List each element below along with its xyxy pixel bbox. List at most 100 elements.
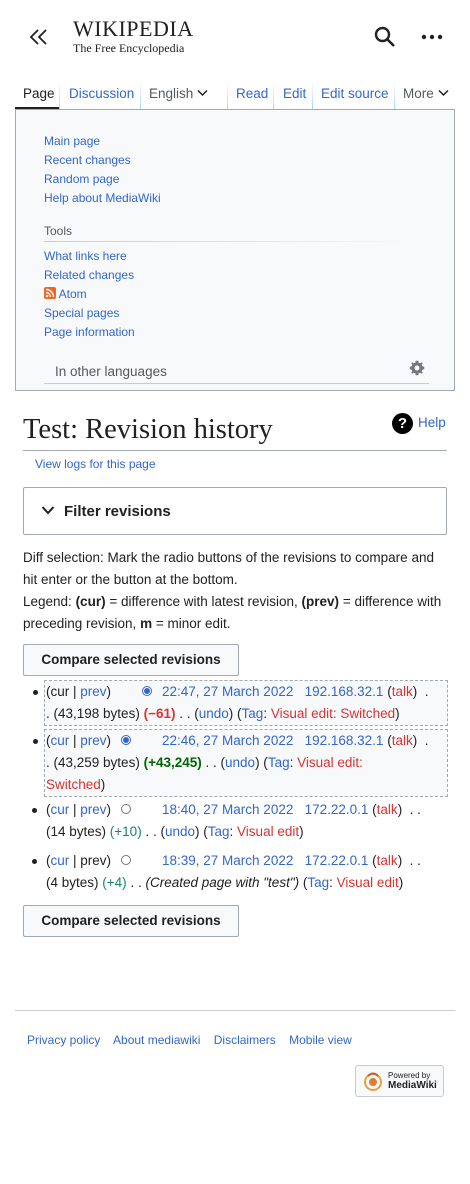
revision-datetime-link[interactable]: 18:40, 27 March 2022 [162, 802, 294, 817]
revision-datetime-link[interactable]: 22:47, 27 March 2022 [162, 684, 294, 699]
tab-discussion[interactable]: Discussion [69, 86, 135, 101]
chevron-down-icon [197, 89, 208, 97]
talk-link[interactable]: talk [391, 733, 413, 748]
tag-value[interactable]: Visual edit: Switched [270, 706, 396, 721]
cur-link[interactable]: cur [50, 853, 70, 868]
revision-line-1b: 22:47, 27 March 2022 192.168.32.1 (talk)… [162, 684, 429, 699]
footer-link-mobile-view[interactable]: Mobile view [289, 1033, 352, 1047]
prev-link[interactable]: prev [80, 684, 107, 699]
tab-separator [273, 81, 274, 109]
legend-cur: (cur) [75, 594, 106, 609]
search-icon[interactable] [374, 26, 396, 48]
tab-read[interactable]: Read [236, 86, 269, 101]
view-logs-link[interactable]: View logs for this page [35, 457, 156, 471]
menu-item-random-page[interactable]: Random page [44, 172, 120, 186]
legend-prev: (prev) [301, 594, 340, 609]
talk-link[interactable]: talk [391, 684, 413, 699]
tab-more[interactable]: More [403, 86, 449, 102]
revision-line-1: (cur | prev) [46, 684, 112, 699]
gear-icon[interactable] [409, 360, 425, 376]
footer-link-about[interactable]: About mediawiki [113, 1033, 201, 1047]
more-options-icon[interactable] [421, 30, 443, 44]
undo-link[interactable]: undo [198, 706, 229, 721]
tag-value-cont[interactable]: Switched [46, 777, 101, 792]
tab-language[interactable]: English [149, 86, 208, 102]
tab-edit-source[interactable]: Edit source [321, 86, 389, 101]
tag-link[interactable]: Tag [307, 875, 330, 890]
menu-item-atom[interactable]: Atom [44, 287, 87, 301]
tag-value[interactable]: Visual edit [237, 824, 300, 839]
prev-link[interactable]: prev [80, 802, 107, 817]
undo-link[interactable]: undo [164, 824, 195, 839]
compare-revisions-button-bottom[interactable]: Compare selected revisions [23, 905, 239, 937]
other-languages-label: In other languages [55, 364, 167, 379]
revision-line-2: . (43,259 bytes) (+43,245) . . (undo) (T… [46, 755, 363, 770]
wikipedia-wordmark[interactable]: WIKIPEDIA The Free Encyclopedia [73, 18, 194, 56]
tag-value[interactable]: Visual edit [336, 875, 399, 890]
revision-radio-old[interactable] [142, 686, 152, 696]
prev-label: prev [80, 853, 107, 868]
collapse-menu-icon[interactable] [26, 24, 52, 50]
tab-separator [59, 81, 60, 109]
diff-selection-help: Diff selection: Mark the radio buttons o… [23, 550, 434, 587]
legend-minor-desc: = minor edit. [152, 616, 231, 631]
tab-separator [227, 81, 228, 109]
revision-radio-new[interactable] [121, 804, 131, 814]
footer-link-privacy[interactable]: Privacy policy [27, 1033, 101, 1047]
cur-link[interactable]: cur [50, 802, 70, 817]
powered-by-text: Powered by [388, 1071, 431, 1080]
revision-bytes: (43,259 bytes) [53, 755, 140, 770]
compare-revisions-button[interactable]: Compare selected revisions [23, 644, 239, 676]
edit-summary: (Created page with "test") [145, 875, 300, 890]
prev-link[interactable]: prev [80, 733, 107, 748]
menu-item-special-pages[interactable]: Special pages [44, 306, 120, 320]
menu-item-what-links-here[interactable]: What links here [44, 249, 127, 263]
tab-page-underline [15, 107, 59, 109]
list-bullet [33, 690, 38, 695]
revision-datetime-link[interactable]: 18:39, 27 March 2022 [162, 853, 294, 868]
user-link[interactable]: 192.168.32.1 [304, 733, 384, 748]
revision-row: (cur | prev) 22:46, 27 March 2022 192.16… [33, 729, 448, 797]
tag-link[interactable]: Tag [207, 824, 230, 839]
menu-item-help[interactable]: Help about MediaWiki [44, 191, 161, 205]
menu-item-page-information[interactable]: Page information [44, 325, 135, 339]
user-link[interactable]: 192.168.32.1 [304, 684, 384, 699]
tab-edit[interactable]: Edit [283, 86, 307, 101]
menu-item-recent-changes[interactable]: Recent changes [44, 153, 131, 167]
cur-link[interactable]: cur [50, 733, 70, 748]
revision-line-1: (cur | prev) [46, 802, 112, 817]
filter-revisions-toggle[interactable]: Filter revisions [23, 487, 447, 535]
tab-more-label: More [403, 86, 434, 101]
tab-separator [312, 81, 313, 109]
tag-link[interactable]: Tag [267, 755, 290, 770]
footer-link-disclaimers[interactable]: Disclaimers [213, 1033, 276, 1047]
tag-value[interactable]: Visual edit: [297, 755, 363, 770]
menu-item-main-page[interactable]: Main page [44, 134, 101, 148]
menu-item-related-changes[interactable]: Related changes [44, 268, 135, 282]
tab-page[interactable]: Page [23, 86, 55, 101]
revision-radio-new[interactable] [121, 855, 131, 865]
main-menu-panel: Main page Recent changes Random page Hel… [15, 109, 455, 391]
revision-row: (cur | prev) 18:40, 27 March 2022 172.22… [32, 799, 446, 843]
tag-link[interactable]: Tag [241, 706, 264, 721]
powered-by-mediawiki-badge[interactable]: Powered by MediaWiki [355, 1065, 444, 1097]
talk-link[interactable]: talk [376, 853, 398, 868]
cur-label: cur [50, 684, 70, 699]
revision-line-1: (cur | prev) [46, 853, 112, 868]
revision-datetime-link[interactable]: 22:46, 27 March 2022 [162, 733, 294, 748]
revision-line-1b: 18:40, 27 March 2022 172.22.0.1 (talk) .… [162, 802, 421, 817]
revision-radio-new[interactable] [121, 735, 131, 745]
revision-diff: (+10) [109, 824, 142, 839]
legend-minor: m [140, 616, 153, 631]
header: WIKIPEDIA The Free Encyclopedia [0, 0, 470, 78]
help-label: Help [418, 415, 446, 430]
revision-line-2: . (43,198 bytes) (−61) . . (undo) (Tag: … [46, 706, 400, 721]
list-bullet [32, 859, 37, 864]
revision-diff: (−61) [143, 706, 176, 721]
user-link[interactable]: 172.22.0.1 [304, 802, 369, 817]
undo-link[interactable]: undo [225, 755, 256, 770]
user-link[interactable]: 172.22.0.1 [304, 853, 369, 868]
talk-link[interactable]: talk [376, 802, 398, 817]
chevron-down-icon [438, 89, 449, 97]
page-tabs: Page Discussion English Read Edit Edit s… [0, 78, 470, 110]
